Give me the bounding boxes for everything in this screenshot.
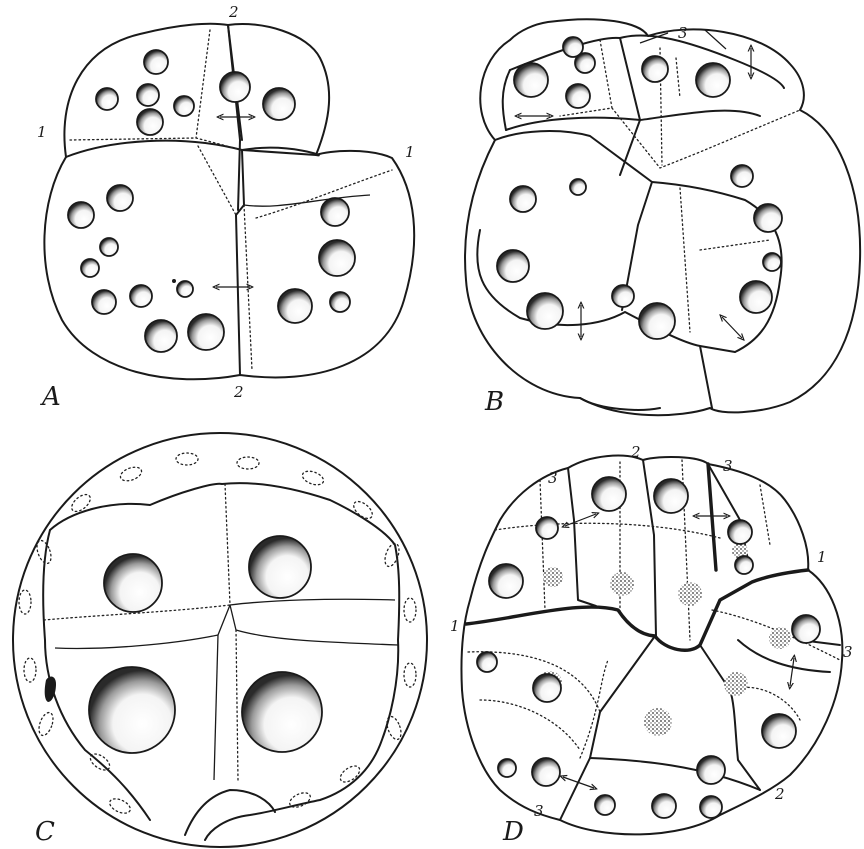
figure-d-label-3-bottom-left: 3 [534,802,544,820]
figure-d-label-3-upper-right: 3 [723,457,733,475]
figure-c: C [13,433,427,847]
figure-b-letter: B [484,387,504,417]
figure-a-letter: A [40,382,61,412]
figure-d-label-1-left: 1 [450,617,460,635]
figure-d: 3 2 3 1 1 3 3 2 D [450,443,853,847]
figure-d-label-2-bottom-right: 2 [774,785,785,803]
figure-c-outer-membrane [13,433,427,847]
figure-c-letter: C [35,817,55,847]
figure-b: 3 B [465,19,860,417]
figure-a-label-1-right: 1 [405,143,415,161]
figure-a: 2 1 1 2 A [37,3,415,412]
figure-d-letter: D [502,817,524,847]
figure-b-label-3: 3 [678,24,688,42]
figure-a-label-2-top: 2 [228,3,239,21]
figure-d-label-3-upper-left: 3 [548,469,558,487]
figure-c-polar-body [45,677,56,702]
figure-a-label-1-left: 1 [37,123,47,141]
figure-b-yolk-granules [497,37,782,339]
figure-d-label-1-right: 1 [817,548,827,566]
figure-d-label-2-top: 2 [630,443,641,461]
figure-a-label-2-bottom: 2 [233,383,244,401]
figure-d-label-3-right: 3 [843,643,853,661]
figure-d-yolk-granules [477,477,820,818]
figure-a-division-arrows [216,117,252,287]
figure-c-inner-cells [43,483,399,840]
figure-c-yolk-granules [89,536,322,753]
